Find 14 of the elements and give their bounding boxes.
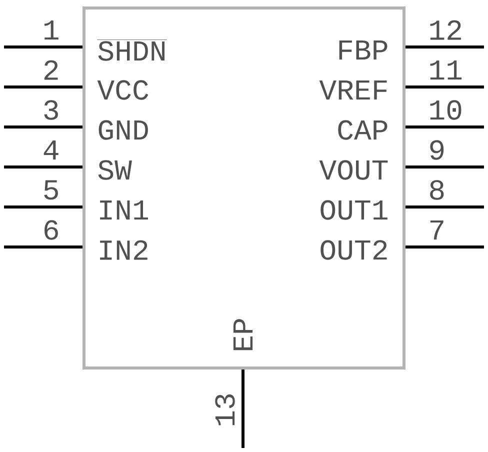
pin-name: OUT2	[320, 240, 387, 260]
pin-name: VCC	[97, 80, 148, 100]
pin-name: OUT1	[320, 200, 388, 220]
pin-name: SHDN	[97, 40, 167, 61]
pin-name: CAP	[338, 120, 388, 140]
pin-name: EP	[233, 319, 253, 350]
pin-name: VOUT	[319, 160, 388, 180]
pin-number: 7	[430, 220, 444, 240]
pin-name: VREF	[319, 80, 387, 100]
pin-name: IN1	[100, 200, 148, 220]
pin-name: SW	[98, 160, 132, 180]
pin-name: FBP	[339, 40, 388, 60]
pin-name: GND	[98, 120, 148, 140]
pin-name: IN2	[100, 240, 148, 260]
